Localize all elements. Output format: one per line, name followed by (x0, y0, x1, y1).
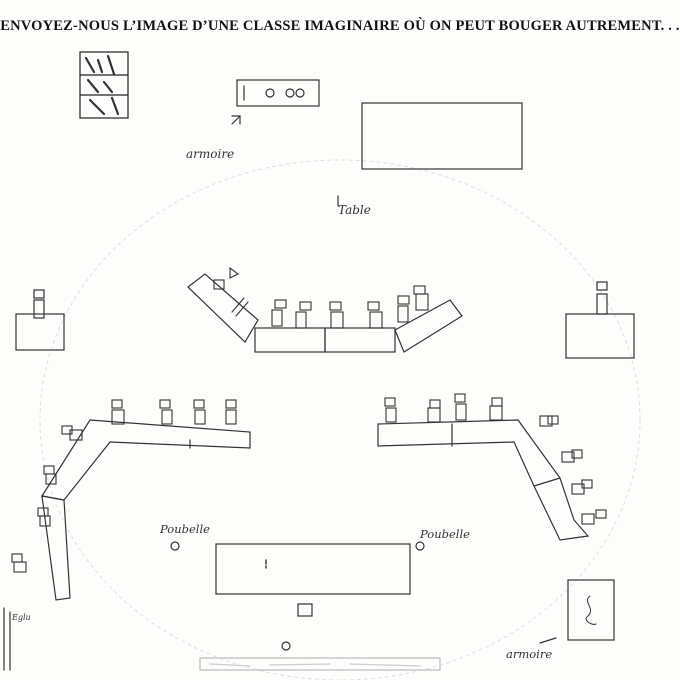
teacher-chair (297, 603, 313, 617)
poubelle-right-circle (415, 541, 425, 551)
bookshelf-sketch (79, 51, 129, 119)
label-poubelle-left: Poubelle (159, 522, 210, 536)
label-table: Table (338, 203, 371, 217)
label-armoire-bottom: armoire (506, 647, 552, 661)
room-outline (39, 159, 641, 680)
central-desk-row (187, 266, 463, 353)
label-armoire-top: armoire (186, 147, 234, 161)
right-single-desk (565, 281, 635, 359)
left-l-desk-group (11, 399, 251, 601)
label-poubelle-right: Poubelle (419, 527, 470, 541)
label-corner: Eglu (11, 613, 31, 622)
small-round-stool (281, 641, 291, 651)
teacher-desk (215, 543, 411, 595)
page-title: ENVOYEZ-NOUS L’IMAGE D’UNE CLASSE IMAGIN… (0, 18, 680, 34)
blackboard (199, 657, 441, 671)
corner-shelf (3, 607, 11, 671)
armoire-top (231, 79, 320, 125)
right-l-desk-group (377, 393, 607, 541)
armoire-bottom (567, 579, 615, 641)
poubelle-left-circle (170, 541, 180, 551)
table-top (361, 102, 523, 170)
left-single-desk (15, 289, 65, 351)
